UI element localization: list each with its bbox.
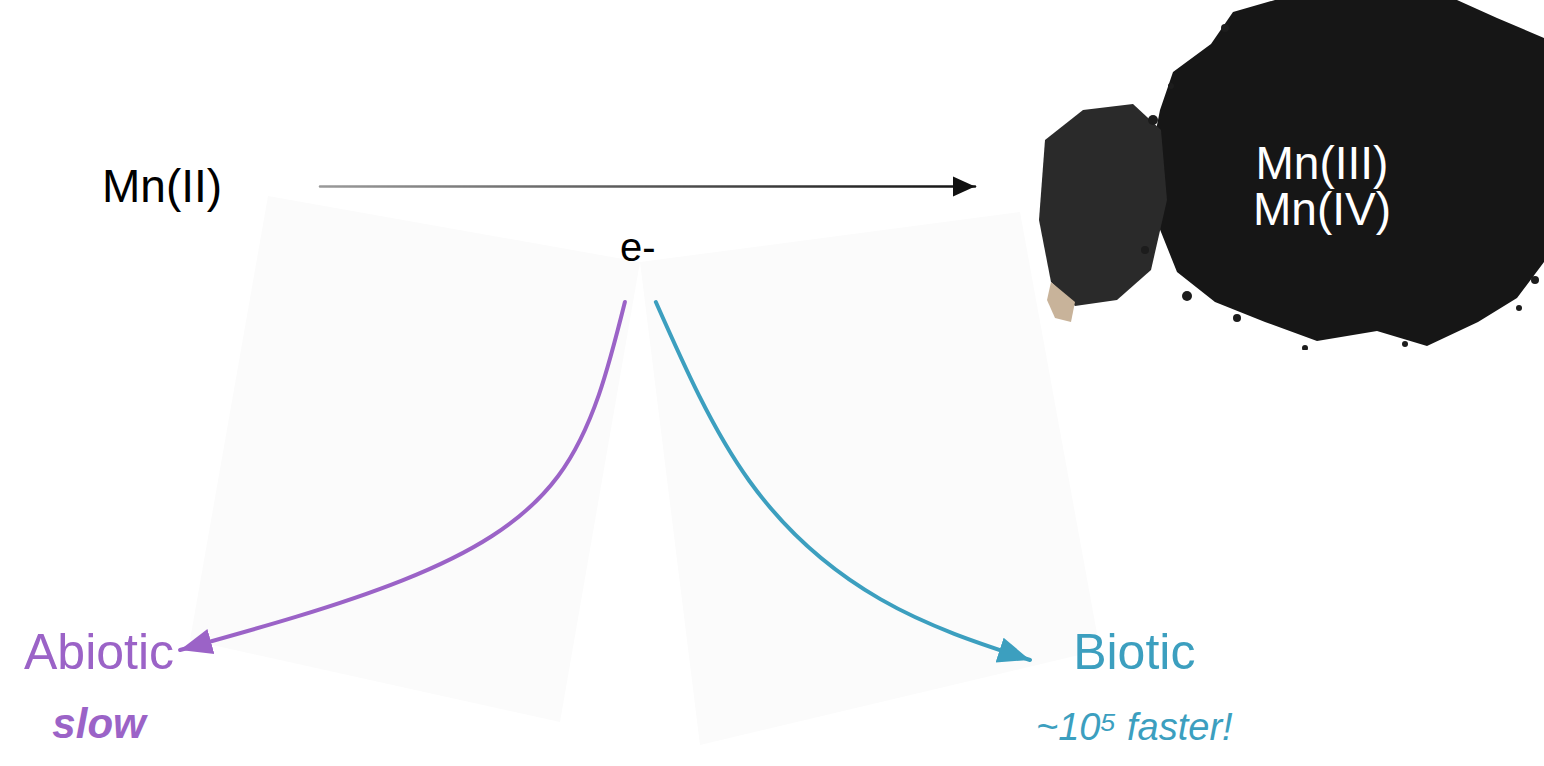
node-heading: Mn(II) <box>102 160 320 213</box>
powder-grain <box>1182 291 1192 301</box>
pathway-label: Biotic ~10⁵ faster! <box>1030 620 1239 753</box>
powder-grain <box>1233 314 1241 322</box>
oxide-powder: Mn(III) Mn(IV) <box>975 0 1544 350</box>
node-note: slow <box>24 700 174 748</box>
powder-grain <box>1148 115 1158 125</box>
biotic-arrow <box>656 302 1030 660</box>
faint-panel <box>190 196 640 722</box>
powder-grain <box>1531 276 1539 284</box>
pathway-label: Abiotic slow <box>18 620 180 752</box>
node-heading: e- <box>620 224 656 270</box>
oxidation-arrow <box>320 185 975 188</box>
electron-label: e- <box>612 222 664 302</box>
powder-grain <box>1302 345 1308 350</box>
powder-heap <box>1150 0 1544 346</box>
species-label: Mn(II) <box>98 158 320 215</box>
node-note: ~10⁵ faster! <box>1036 706 1233 750</box>
powder-grain <box>1221 24 1229 32</box>
node-heading: Biotic <box>1036 624 1233 682</box>
abiotic-arrow <box>180 302 625 650</box>
powder-grain <box>1516 305 1522 311</box>
node-heading: Abiotic <box>24 624 174 682</box>
powder-lump <box>1039 104 1167 306</box>
powder-grain <box>1402 341 1408 347</box>
oxide-text-holder: Mn(III) Mn(IV) <box>1253 140 1391 232</box>
lump-chip <box>1047 282 1075 322</box>
powder-grain <box>1141 246 1149 254</box>
powder-grain <box>1168 83 1174 89</box>
node-heading: Mn(III) Mn(IV) <box>1253 140 1391 232</box>
faint-panel <box>640 212 1100 745</box>
